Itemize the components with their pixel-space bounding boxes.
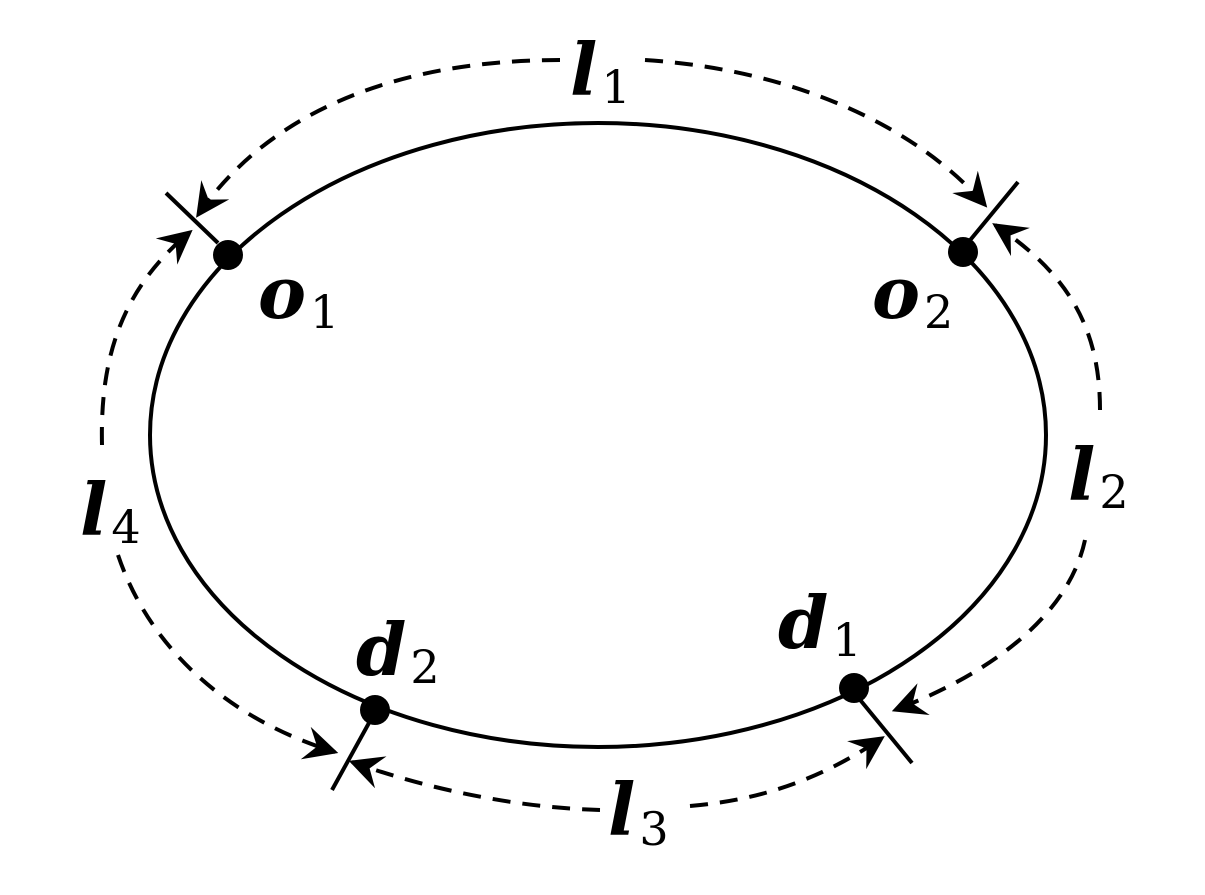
arc-l2-bottom: [891, 539, 1087, 715]
label-l1-subscript: 1: [601, 60, 630, 114]
label-l2-subscript: 2: [1099, 465, 1128, 519]
arc-l3-left: [348, 756, 601, 812]
label-o1-subscript: 1: [310, 285, 339, 339]
arc-l1-left: [196, 58, 561, 218]
node-dot-d1: [839, 673, 869, 703]
ring-loop: [148, 121, 1048, 749]
label-o2-subscript: 2: [924, 285, 953, 339]
tick-o1: [164, 191, 220, 245]
label-l3-letter: l: [608, 767, 635, 852]
arc-l4-top: [99, 229, 193, 446]
label-l1: l1: [570, 27, 631, 114]
label-l4: l4: [80, 467, 141, 554]
node-dot-d2: [360, 695, 390, 725]
node-dot-o1: [213, 240, 243, 270]
label-o2: o2: [872, 250, 953, 339]
arc-l3-right: [689, 736, 885, 808]
label-d1: d1: [778, 580, 862, 667]
tick-o2: [960, 180, 1020, 252]
arc-l1-right: [644, 58, 988, 208]
label-d2: d2: [356, 607, 440, 694]
tick-d1: [850, 688, 914, 765]
label-l1-letter: l: [570, 27, 597, 112]
label-l3-subscript: 3: [639, 802, 668, 856]
node-dot-o2: [948, 237, 978, 267]
label-d1-subscript: 1: [832, 613, 861, 667]
label-o1-letter: o: [258, 250, 306, 335]
tick-d2: [330, 711, 377, 791]
arc-l4-bottom: [116, 554, 339, 760]
label-l4-letter: l: [80, 467, 107, 552]
label-d2-letter: d: [356, 607, 406, 692]
label-l2-letter: l: [1068, 432, 1095, 517]
label-d1-letter: d: [778, 580, 828, 665]
arc-l2-top: [992, 223, 1102, 411]
label-l4-subscript: 4: [111, 500, 140, 554]
label-l2: l2: [1068, 432, 1129, 519]
label-o1: o1: [258, 250, 339, 339]
label-d2-subscript: 2: [410, 640, 439, 694]
label-o2-letter: o: [872, 250, 920, 335]
label-l3: l3: [608, 767, 669, 856]
